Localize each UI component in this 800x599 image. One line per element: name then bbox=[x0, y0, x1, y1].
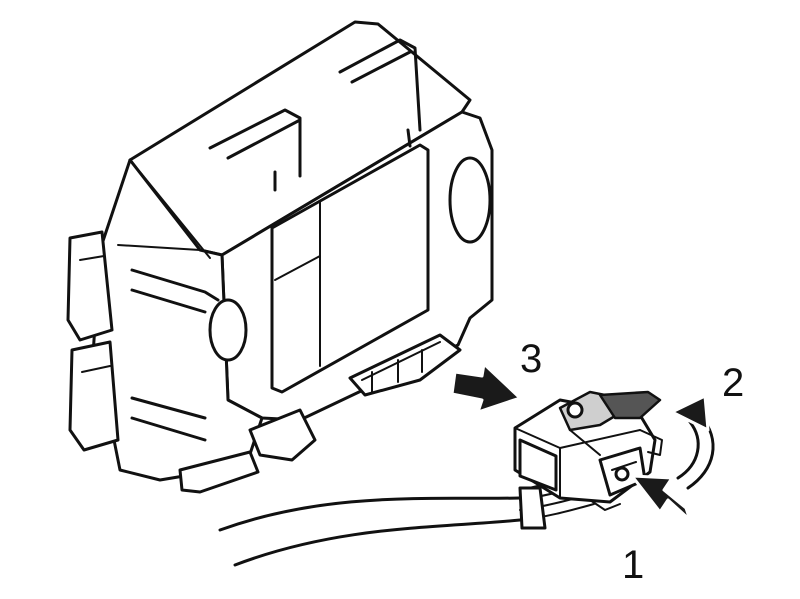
connector-plug bbox=[513, 398, 663, 511]
arrow-step-1 bbox=[630, 474, 692, 522]
connector-locking-latch bbox=[558, 390, 662, 456]
callout-step-1: 1 bbox=[622, 543, 644, 587]
arrow-step-3 bbox=[450, 362, 522, 414]
callout-step-2: 2 bbox=[722, 361, 744, 405]
callout-step-3: 3 bbox=[520, 337, 542, 381]
control-module bbox=[66, 20, 494, 494]
arrow-step-2 bbox=[670, 394, 715, 490]
wire-harness-cable bbox=[218, 471, 595, 567]
